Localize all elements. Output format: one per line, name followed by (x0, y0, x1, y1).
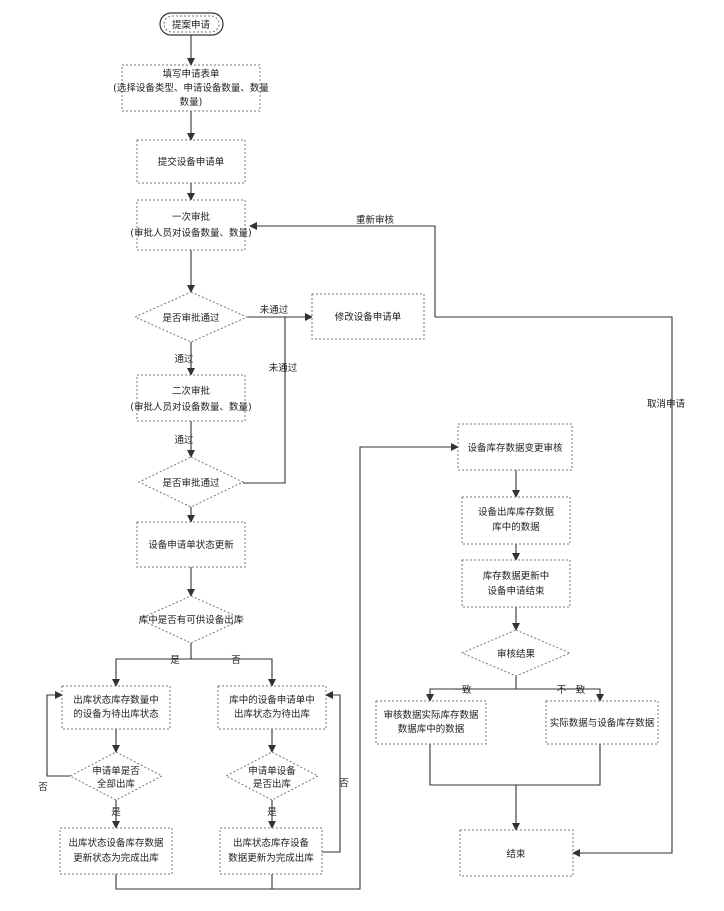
svg-text:申请单设备: 申请单设备 (248, 765, 296, 777)
node-r-left: 审核数据实际库存数据 数据库中的数据 (376, 701, 486, 744)
svg-text:(审批人员对设备数量、数量): (审批人员对设备数量、数量) (130, 227, 251, 239)
svg-text:出库状态库存数量中: 出库状态库存数量中 (73, 694, 159, 706)
label-pass-2: 通过 (174, 434, 194, 446)
label-inconsistent: 不一致 (557, 684, 586, 696)
svg-text:是否出库: 是否出库 (253, 778, 292, 790)
svg-text:申请单是否: 申请单是否 (92, 765, 140, 777)
svg-text:设备出库库存数据: 设备出库库存数据 (478, 506, 555, 518)
svg-text:(选择设备类型、申请设备数量、数量: (选择设备类型、申请设备数量、数量 (113, 82, 269, 94)
node-submit: 提交设备申请单 (137, 140, 245, 183)
node-left-b: 出库状态设备库存数据 更新状态为完成出库 (60, 828, 172, 874)
svg-text:实际数据与设备库存数据: 实际数据与设备库存数据 (550, 717, 655, 729)
node-right-a: 库中的设备申请单中 出库状态为待出库 (218, 686, 326, 729)
node-end: 结束 (460, 830, 573, 876)
node-start: 提案申请 (160, 13, 223, 35)
label-left-yes: 是 (111, 807, 121, 818)
node-r1: 设备库存数据变更审核 (458, 424, 572, 470)
label-not-pass-2: 未通过 (269, 362, 298, 374)
svg-text:设备申请单状态更新: 设备申请单状态更新 (148, 539, 234, 551)
svg-text:数据库中的数据: 数据库中的数据 (398, 723, 465, 735)
node-r2: 设备出库库存数据 库中的数据 (462, 497, 570, 544)
svg-text:填写申请表单: 填写申请表单 (162, 68, 220, 80)
label-yes: 是 (170, 655, 180, 666)
svg-text:全部出库: 全部出库 (97, 778, 136, 790)
svg-text:设备申请结束: 设备申请结束 (487, 585, 545, 597)
svg-text:出库状态库存设备: 出库状态库存设备 (233, 837, 310, 849)
svg-text:出库状态为待出库: 出库状态为待出库 (234, 708, 311, 720)
node-first-review: 一次审批 (审批人员对设备数量、数量) (130, 200, 251, 250)
svg-text:出库状态设备库存数据: 出库状态设备库存数据 (68, 837, 164, 849)
label-not-pass: 未通过 (260, 304, 289, 316)
node-left-a: 出库状态库存数量中 的设备为待出库状态 (62, 686, 170, 729)
label-pass-1: 通过 (174, 353, 194, 365)
svg-text:审核数据实际库存数据: 审核数据实际库存数据 (383, 709, 479, 721)
svg-text:库中是否有可供设备出库: 库中是否有可供设备出库 (139, 614, 244, 626)
svg-text:数据更新为完成出库: 数据更新为完成出库 (228, 852, 314, 864)
svg-text:修改设备申请单: 修改设备申请单 (335, 311, 402, 323)
svg-text:库中的设备申请单中: 库中的设备申请单中 (229, 694, 315, 706)
node-judge2: 是否审批通过 (139, 457, 243, 507)
svg-text:一次审批: 一次审批 (172, 211, 211, 223)
svg-text:更新状态为完成出库: 更新状态为完成出库 (73, 852, 159, 864)
svg-text:是否审批通过: 是否审批通过 (162, 312, 220, 324)
svg-text:结束: 结束 (506, 848, 526, 860)
svg-text:设备库存数据变更审核: 设备库存数据变更审核 (467, 442, 563, 454)
label-cancel: 取消申请 (647, 398, 686, 410)
node-left-judge: 申请单是否 全部出库 (70, 752, 162, 800)
node-right-judge: 申请单设备 是否出库 (226, 752, 318, 800)
node-modify: 修改设备申请单 (312, 294, 424, 339)
label-consistent: 一致 (452, 684, 472, 696)
svg-text:提交设备申请单: 提交设备申请单 (158, 156, 225, 168)
node-r-judge: 审核结果 (462, 630, 570, 676)
node-update-status: 设备申请单状态更新 (137, 522, 245, 567)
svg-text:库存数据更新中: 库存数据更新中 (483, 570, 550, 582)
node-judge-stock: 库中是否有可供设备出库 (139, 596, 244, 643)
svg-text:库中的数据: 库中的数据 (492, 521, 540, 533)
svg-text:二次审批: 二次审批 (172, 385, 211, 397)
svg-text:是否审批通过: 是否审批通过 (162, 477, 220, 489)
node-judge1: 是否审批通过 (135, 292, 247, 342)
node-second-review: 二次审批 (审批人员对设备数量、数量) (130, 375, 251, 421)
label-resubmit: 重新审核 (356, 214, 395, 226)
svg-text:的设备为待出库状态: 的设备为待出库状态 (73, 708, 159, 720)
label-left-no: 否 (38, 782, 48, 793)
label-no: 否 (231, 655, 241, 666)
start-text: 提案申请 (172, 19, 211, 31)
label-right-no: 否 (339, 778, 349, 789)
svg-text:数量): 数量) (180, 96, 203, 108)
label-right-yes: 是 (267, 807, 277, 818)
node-r3: 库存数据更新中 设备申请结束 (462, 560, 570, 607)
node-fill-form: 填写申请表单 (选择设备类型、申请设备数量、数量 数量) (113, 65, 269, 111)
svg-text:审核结果: 审核结果 (497, 648, 536, 660)
node-r-right: 实际数据与设备库存数据 (546, 701, 658, 744)
svg-text:(审批人员对设备数量、数量): (审批人员对设备数量、数量) (130, 401, 251, 413)
node-right-b: 出库状态库存设备 数据更新为完成出库 (220, 828, 322, 874)
